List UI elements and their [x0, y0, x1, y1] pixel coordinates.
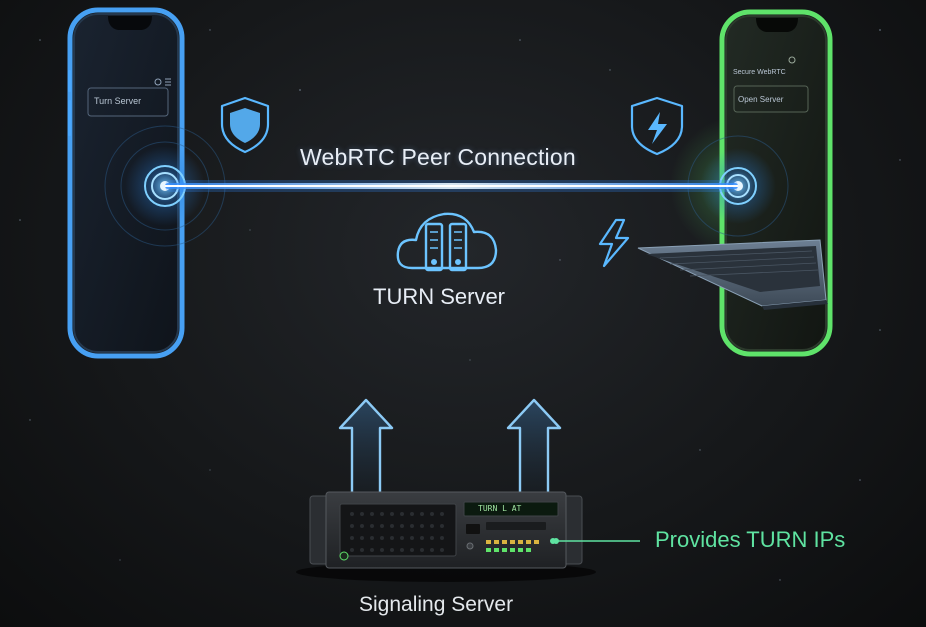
cloud-server-icon [396, 212, 498, 272]
arrow-up-icon [506, 398, 562, 502]
arrow-up-icon [338, 398, 394, 502]
left-phone-field: Turn Server [94, 96, 142, 106]
rack-display: TURN L AT [478, 504, 522, 513]
provides-turn-ips-label: Provides TURN IPs [655, 527, 846, 552]
turn-server-label: TURN Server [373, 284, 506, 309]
provides-connector [553, 538, 640, 544]
shield-icon [220, 96, 270, 154]
star-field [19, 29, 901, 581]
laptop [637, 239, 828, 310]
peer-connection-beam [165, 180, 738, 192]
right-phone-field: Open Server [738, 95, 784, 104]
right-phone-header: Secure WebRTC [733, 69, 786, 76]
shield-bolt-icon [630, 96, 684, 156]
lightning-icon [598, 218, 630, 268]
signaling-server-rack [296, 491, 596, 582]
signaling-server-label: Signaling Server [359, 593, 514, 616]
connection-label: WebRTC Peer Connection [300, 144, 576, 170]
